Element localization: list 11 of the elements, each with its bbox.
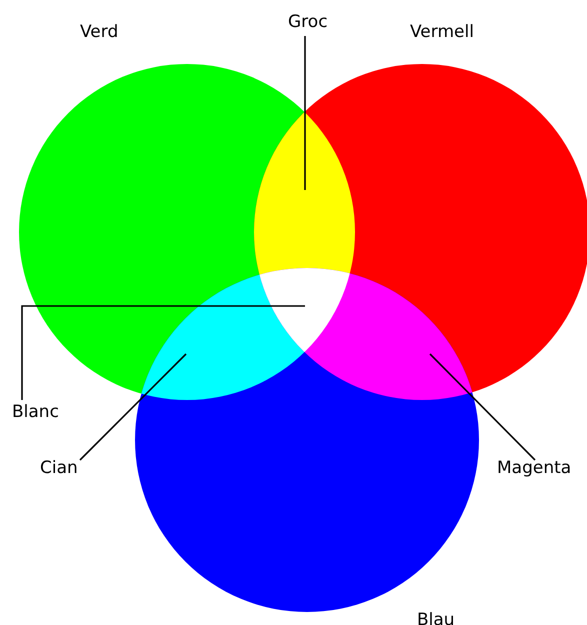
color-name-label: Groc <box>288 12 328 32</box>
color-name-label: Magenta <box>497 458 572 478</box>
color-name-label: Blau <box>417 610 455 625</box>
color-name-label: Vermell <box>410 22 474 42</box>
leader-line <box>21 305 305 400</box>
color-name-label: Cian <box>40 458 78 478</box>
color-name-label: Verd <box>80 22 118 42</box>
leader-line <box>79 353 187 461</box>
color-name-label: Blanc <box>12 402 59 422</box>
leader-line <box>429 353 536 461</box>
leader-line <box>304 36 306 190</box>
